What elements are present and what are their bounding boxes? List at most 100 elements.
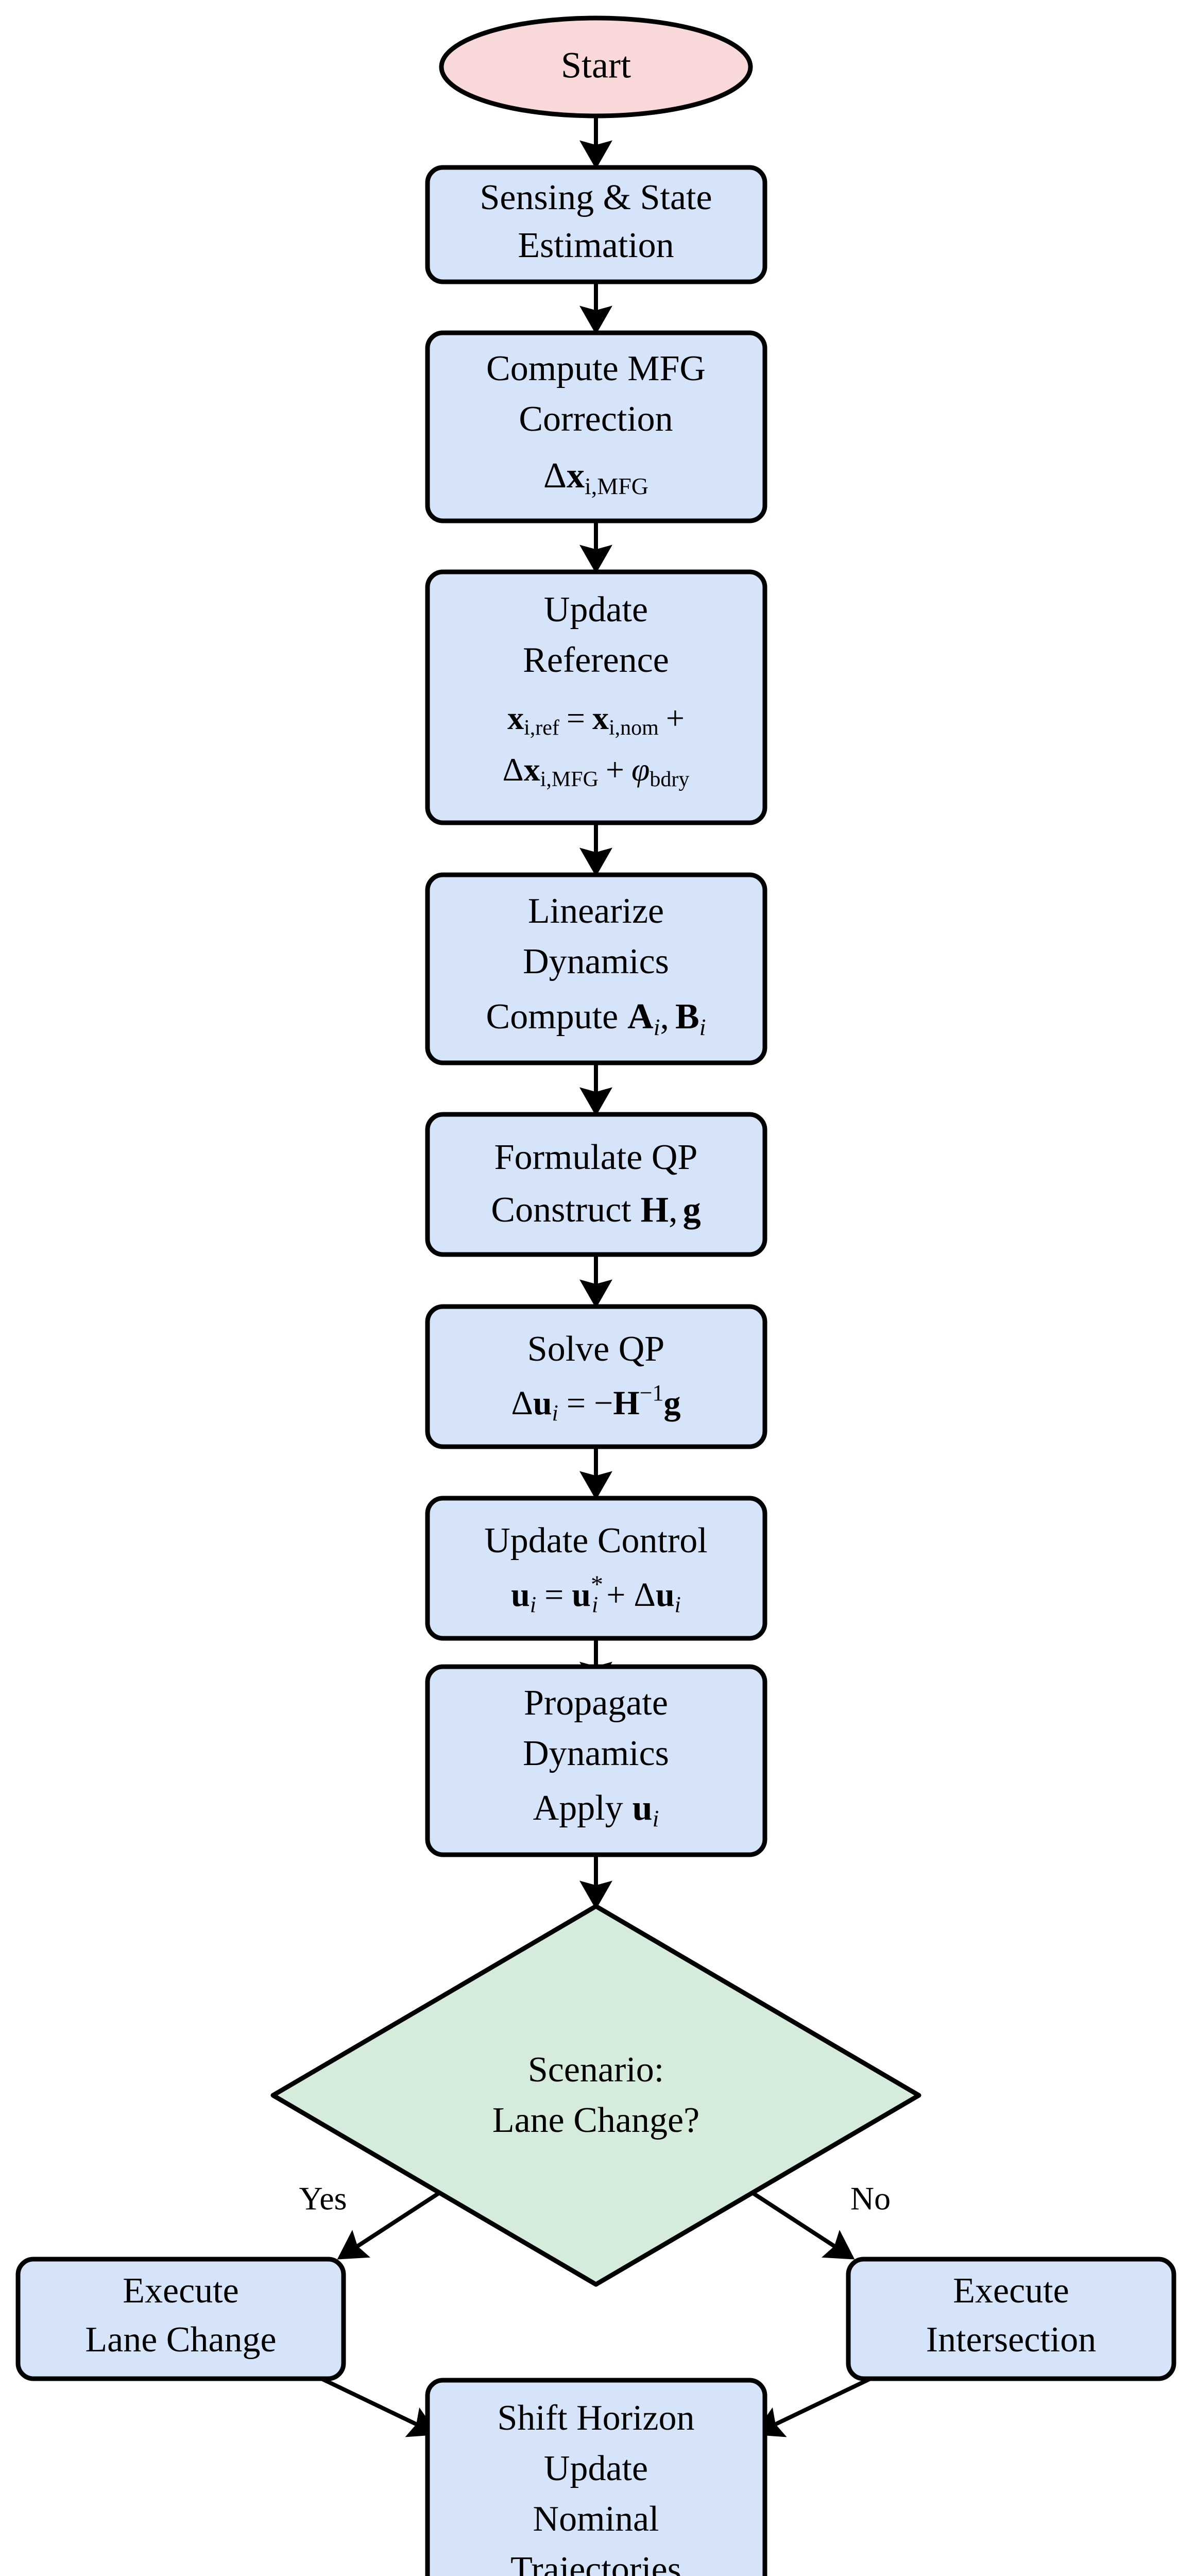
propagate-box-shape	[425, 1664, 767, 1857]
edge-decision-no-to-intersection	[750, 2190, 855, 2260]
execute-lane-change-label-line2: Lane Change	[85, 2320, 276, 2360]
lin-B-matrix: B	[675, 997, 699, 1037]
upd-sub-ref: i,ref	[524, 716, 559, 740]
upd-sub-nom: i,nom	[609, 716, 659, 740]
node-sensing-state-estimation[interactable]: Sensing & State Estimation	[425, 165, 767, 284]
start-label: Start	[561, 45, 631, 86]
update-reference-formula-line1: xi,ref=xi,nom+	[507, 700, 685, 740]
shift-horizon-label-line2: Update	[544, 2449, 648, 2488]
ctrl-u-star-sub: i	[592, 1592, 598, 1617]
upd-delta: Δ	[503, 751, 524, 788]
ctrl-u-left-sub: i	[530, 1592, 536, 1617]
solve-minus: −	[594, 1384, 613, 1422]
update-reference-label-line1: Update	[544, 590, 648, 630]
mfg-x-vector: x	[567, 456, 585, 496]
execute-lane-change-box-shape	[15, 2257, 346, 2381]
solve-u-sub: i	[552, 1400, 558, 1426]
linearize-label-line2: Dynamics	[523, 942, 669, 981]
branch-label-yes: Yes	[299, 2180, 347, 2217]
ctrl-delta-u-sub: i	[675, 1592, 681, 1617]
node-execute-intersection[interactable]: Execute Intersection	[846, 2257, 1176, 2381]
decision-diamond-shape	[270, 1904, 921, 2287]
qp-H-matrix: H	[641, 1190, 669, 1230]
node-update-reference[interactable]: Update Reference xi,ref=xi,nom+ Δxi,MFG+…	[425, 569, 767, 825]
mfg-box-shape	[425, 330, 767, 523]
decision-label-line1: Scenario:	[528, 2050, 664, 2090]
sensing-box-shape	[425, 165, 767, 284]
update-control-formula: ui=u*i+Δui	[511, 1571, 681, 1617]
propagate-label-line1: Propagate	[524, 1683, 668, 1723]
solve-u-vector: u	[533, 1384, 552, 1422]
solve-H-matrix: H	[613, 1384, 639, 1422]
decision-label-line2: Lane Change?	[492, 2100, 699, 2140]
mfg-subscript: i,MFG	[585, 473, 648, 499]
solve-delta: Δ	[511, 1384, 533, 1422]
shift-horizon-box-shape	[425, 2378, 767, 2576]
execute-intersection-label-line1: Execute	[953, 2271, 1069, 2311]
branch-label-no: No	[850, 2180, 891, 2217]
execute-lane-change-label-line1: Execute	[123, 2271, 238, 2311]
update-reference-box-shape	[425, 569, 767, 825]
mfg-label-formula: Δxi,MFG	[543, 456, 648, 499]
propagate-label-line2: Dynamics	[523, 1734, 669, 1773]
solve-g-vector: g	[664, 1384, 681, 1422]
sensing-label-line2: Estimation	[518, 226, 674, 265]
execute-intersection-label-line2: Intersection	[926, 2320, 1096, 2360]
lin-A-matrix: A	[627, 997, 654, 1037]
qp-comma: ,	[669, 1190, 678, 1230]
lin-B-sub: i	[699, 1014, 706, 1040]
node-start[interactable]: Start	[439, 15, 753, 118]
lin-comma: ,	[660, 997, 670, 1037]
upd-phi: φ	[631, 751, 650, 788]
formulate-qp-box-shape	[425, 1112, 767, 1257]
ctrl-u-star: u	[572, 1576, 591, 1614]
mfg-delta: Δ	[543, 456, 567, 496]
lin-compute-word: Compute	[486, 997, 619, 1037]
qp-g-vector: g	[683, 1190, 701, 1230]
node-shift-horizon[interactable]: Shift Horizon Update Nominal Trajectorie…	[425, 2378, 767, 2576]
mfg-label-line1: Compute MFG	[486, 349, 706, 388]
upd-sub-mfg: i,MFG	[540, 768, 599, 791]
prop-u-vector: u	[633, 1788, 653, 1828]
upd-x-mfg: x	[524, 751, 540, 788]
start-ellipse-shape	[439, 15, 753, 118]
edge-intersection-to-shift-horizon	[754, 2376, 874, 2437]
execute-intersection-box-shape	[846, 2257, 1176, 2381]
node-compute-mfg-correction[interactable]: Compute MFG Correction Δxi,MFG	[425, 330, 767, 523]
qp-construct-word: Construct	[491, 1190, 631, 1230]
linearize-label-line1: Linearize	[528, 891, 664, 931]
node-solve-qp[interactable]: Solve QP Δui=−H−1g	[425, 1304, 767, 1449]
ctrl-u-left: u	[511, 1576, 530, 1614]
prop-u-sub: i	[653, 1805, 659, 1832]
upd-plus-1: +	[666, 700, 685, 736]
node-scenario-decision[interactable]: Scenario: Lane Change?	[270, 1904, 921, 2287]
update-control-label-line1: Update Control	[484, 1521, 708, 1561]
linearize-box-shape	[425, 872, 767, 1065]
ctrl-equals: =	[544, 1576, 563, 1614]
node-execute-lane-change[interactable]: Execute Lane Change	[15, 2257, 346, 2381]
ctrl-delta: Δ	[634, 1576, 655, 1614]
ctrl-star: *	[591, 1571, 603, 1598]
formulate-qp-label-line1: Formulate QP	[494, 1138, 698, 1177]
edge-decision-yes-to-lane-change	[337, 2190, 442, 2260]
shift-horizon-label-line4: Trajectories	[510, 2550, 681, 2576]
upd-plus-2: +	[606, 751, 624, 788]
node-update-control[interactable]: Update Control ui=u*i+Δui	[425, 1496, 767, 1641]
edges-layer	[318, 117, 874, 2437]
lin-A-sub: i	[654, 1014, 660, 1040]
ctrl-delta-u: u	[656, 1576, 675, 1614]
prop-apply-word: Apply	[533, 1788, 623, 1828]
upd-x-nom: x	[592, 700, 609, 736]
update-reference-label-line2: Reference	[523, 640, 669, 680]
update-control-box-shape	[425, 1496, 767, 1641]
sensing-label-line1: Sensing & State	[480, 178, 712, 217]
mfg-label-line2: Correction	[519, 399, 673, 439]
shift-horizon-label-line3: Nominal	[533, 2499, 659, 2539]
